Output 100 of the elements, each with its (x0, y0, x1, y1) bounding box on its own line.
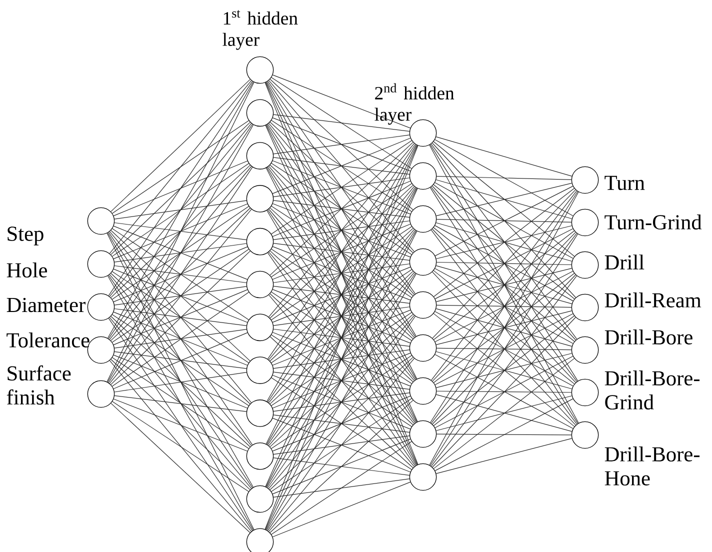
connection-line (268, 123, 414, 295)
connection-line (270, 228, 414, 362)
node-label: Step (8, 226, 44, 246)
connection-line (273, 220, 410, 240)
connection-line (266, 230, 416, 488)
node-label: Surface finish (6, 365, 71, 405)
connection-line (106, 232, 254, 530)
connection-line (113, 160, 248, 216)
connection-line (113, 398, 248, 452)
connection-line (112, 357, 249, 449)
connection-line (430, 144, 578, 382)
connection-line (433, 358, 575, 469)
connection-line (271, 378, 412, 470)
connection-line (436, 434, 572, 436)
connection-line (114, 329, 247, 348)
connection-line (268, 358, 415, 532)
connection-line (271, 334, 412, 427)
connection-line (266, 210, 416, 466)
connection-line (432, 142, 576, 298)
connection-line (109, 360, 252, 532)
connection-line (268, 272, 415, 446)
connection-line (436, 136, 572, 176)
connection-line (273, 414, 410, 433)
connection-line (272, 74, 411, 128)
connection-line (268, 229, 415, 404)
connection-line (272, 332, 411, 386)
connection-line (268, 124, 416, 338)
connection-line (109, 123, 252, 297)
connection-line (270, 336, 414, 468)
connection-line (433, 141, 575, 257)
connection-line (436, 176, 572, 180)
connection-line (112, 120, 249, 214)
connection-line (272, 374, 411, 430)
connection-line (114, 243, 247, 262)
connection-line (271, 269, 412, 364)
connection-line (272, 160, 411, 214)
connection-line (108, 275, 253, 488)
connection-line (110, 273, 250, 404)
connection-line (270, 164, 414, 296)
connection-line (266, 167, 416, 423)
connection-line (430, 234, 578, 466)
connection-line (113, 268, 248, 323)
connection-line (113, 204, 248, 260)
connection-line (114, 395, 247, 412)
connection-line (267, 186, 416, 402)
connection-line (272, 352, 411, 408)
connection-line (110, 403, 250, 533)
node-label: Hole (6, 262, 47, 278)
neuron-circle (246, 356, 274, 384)
connection-line (114, 351, 247, 369)
connection-line (272, 118, 411, 172)
connection-line (430, 144, 578, 340)
connection-line (272, 482, 411, 538)
connection-line (434, 398, 574, 471)
connection-line (110, 250, 250, 385)
connection-line (271, 398, 412, 492)
connection-line (273, 350, 410, 369)
neuron-circle (246, 485, 274, 513)
connection-line (108, 232, 253, 446)
connection-line (272, 418, 411, 472)
connection-line (273, 392, 410, 412)
connection-line (271, 441, 412, 535)
connection-line (273, 264, 410, 283)
connection-line (272, 396, 411, 452)
connection-line (429, 192, 579, 466)
connection-line (114, 286, 247, 306)
connection-line (273, 157, 410, 175)
node-label: Turn-Grind (604, 214, 702, 230)
layer-title: 1$^{st}$ hidden layer (222, 10, 298, 50)
connection-line (108, 318, 253, 531)
connection-line (270, 400, 414, 533)
connection-line (273, 328, 410, 347)
node-label: Drill (604, 254, 644, 270)
connection-line (268, 315, 415, 489)
connection-line (270, 314, 414, 448)
connection-line (110, 164, 250, 298)
connection-line (268, 166, 414, 338)
connection-line (431, 276, 578, 466)
connection-line (108, 81, 253, 296)
connection-line (110, 230, 250, 362)
connection-line (436, 304, 572, 308)
connection-line (267, 144, 416, 360)
connection-line (112, 206, 250, 300)
neuron-circle (409, 291, 437, 319)
connection-line (112, 314, 249, 406)
connection-line (266, 81, 416, 336)
connection-line (113, 246, 248, 302)
neuron-circle (246, 99, 274, 127)
neuron-circle (409, 334, 437, 362)
neuron-circle (246, 442, 274, 470)
connection-line (108, 276, 254, 530)
connection-line (272, 266, 411, 323)
connection-line (270, 142, 414, 276)
connection-line (108, 166, 253, 383)
connection-line (270, 271, 414, 404)
connection-line (271, 312, 412, 406)
connection-line (273, 134, 410, 154)
connection-line (271, 77, 412, 169)
connection-line (114, 200, 247, 220)
connection-line (271, 120, 412, 212)
